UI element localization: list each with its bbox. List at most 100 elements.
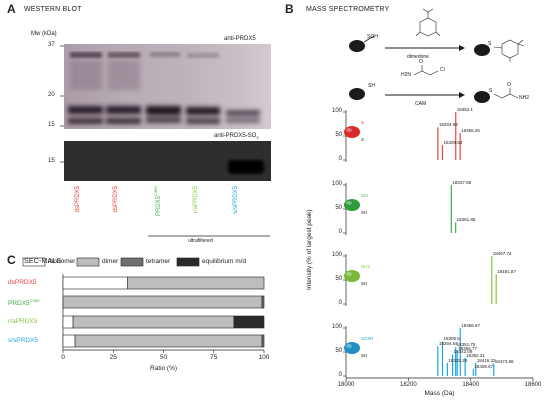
cam-h2n-label: H2N [401,72,412,78]
sec-bar-segment [62,295,263,309]
ms-x-tick-label: 18000 [337,382,355,388]
ms-group-top: SO3H [361,336,374,341]
sec-bar-segment [62,315,74,329]
ms-peak-label: 18294.93 [438,122,458,128]
ms-y-tick-label: 100 [331,252,342,258]
ms-group-bottom: SH [361,281,368,286]
ms-group-bottom: S [361,137,365,142]
ms-y-tick-label: 0 [338,229,342,235]
ms-y-tick-label: 100 [331,108,342,114]
sec-x-tick-label: 75 [210,354,218,361]
ms-y-tick-label: 100 [331,181,342,187]
ms-peak-label: 18342.09 [453,349,473,355]
legend-label: monomer [48,258,76,265]
ms-y-tick-label: 50 [335,348,342,354]
sec-mals-legend [22,257,200,267]
protein-highlight-icon [346,344,352,348]
ms-peak-label: 18325.28 [448,358,468,364]
ms-peak-label: 18366.67 [461,323,481,328]
ms-peak-label: 18352.1 [456,107,474,112]
panel-letter-c: C [7,253,16,267]
ms-peak-label: 18366.25 [461,128,480,134]
sec-bar-segment [233,315,265,329]
ms-group-top: OH [361,193,368,198]
ms-x-tick-label: 18600 [524,382,542,388]
reaction2-group-out: S [489,88,493,94]
protein-icon [344,199,360,211]
ms-x-tick-label: 18400 [462,382,479,388]
reaction1-group-out: S [488,41,492,47]
ms-group-top: S [361,120,365,125]
legend-label: dimer [102,258,119,265]
cam-cl-label: Cl [440,67,445,73]
ms-peak-label: 18408.67 [474,364,494,370]
ultrafiltered-label: ultrafiltered [188,238,213,244]
mw-ticks [60,45,64,163]
reaction1-group-in: SOH [367,34,378,40]
legend-swatch [120,257,144,267]
panel-title-mass-spectrometry: MASS SPECTROMETRY [306,6,390,13]
mw-axis-label: Mw (kDa) [31,31,57,37]
legend-swatch [22,257,46,267]
legend-label: equilibrium m/d [202,258,247,265]
sec-x-tick-label: 25 [109,354,117,361]
protein-highlight-icon [346,272,352,276]
ms-y-tick-label: 50 [335,205,342,211]
cam-product-nh2-label: NH2 [519,95,530,101]
legend-label: tetramer [146,258,171,265]
lane-label: dsPRDX5 [113,186,119,213]
protein-icon [344,270,360,282]
lane-label: s/sPRDX5 [233,186,239,214]
ms-peak-label: 18294.64 [438,341,458,347]
sec-x-tick-label: 50 [159,354,168,361]
reaction1-reagent: dimedone [407,54,429,60]
sec-bar-segment [62,276,128,290]
lane-label: dsPRDX5 [75,186,81,213]
lane-label: r/aPRDX5 [193,186,199,214]
sec-x-tick-label: 0 [61,354,65,361]
sec-category-label: dsPRDX5 [8,279,37,286]
panel-title-western-blot: WESTERN BLOT [24,6,82,13]
sec-x-tick-label: 100 [258,354,270,361]
mass-spectrum-chart [343,110,534,381]
ms-peak-label: 18382.21 [466,352,485,358]
legend-swatch [76,257,100,267]
ms-y-tick-label: 0 [338,300,342,306]
cam-o-label: O [419,59,423,65]
antibody-top-label: anti-PRDX5 [224,36,256,42]
ms-group-bottom: SH [361,353,368,358]
ms-group-top: NH2 [361,264,371,269]
panel-title-sec-mals: SEC-MALS [24,258,62,265]
sec-x-axis-label: Ratio (%) [149,365,178,372]
ms-y-tick-label: 100 [331,324,342,330]
ms-peak-label: 18309.6 [443,336,460,342]
ms-y-axis-label: Intensity (% of largest peak) [306,209,313,290]
mw-mark-15: 15 [48,122,55,128]
ms-y-tick-label: 0 [338,372,342,378]
cam-product-o-label: O [507,82,511,88]
mw-mark-20: 20 [48,92,55,98]
sec-category-label: s/sPRDX5 [8,337,38,344]
ms-peak-label: 18467.74 [492,251,512,256]
ms-peak-label: 18416.33 [476,357,496,363]
ms-peak-label: 18481.87 [497,269,516,275]
ms-peak-label: 18473.96 [494,358,514,364]
ms-y-tick-label: 50 [335,276,342,282]
panel-letter-a: A [7,2,16,16]
ms-x-axis-label: Mass (Da) [424,390,455,397]
protein-highlight-icon [346,128,352,132]
protein-highlight-icon [346,201,352,205]
ms-x-tick-label: 18200 [399,382,417,388]
mw-mark-37: 37 [48,42,55,48]
reaction2-group-in: SH [368,83,375,89]
western-blot-bottom [64,141,271,181]
ms-peak-label: 18351.85 [456,217,476,223]
sec-category-label: r/aPRDX5 [8,318,38,325]
western-blot-top [64,44,271,129]
sec-category-label: PRDX5C48S [8,298,40,308]
protein-icon [344,126,360,138]
ms-peak-label: 18356.77 [458,346,477,352]
sec-bar-segment [72,315,235,329]
ms-group-bottom: SH [361,210,368,215]
